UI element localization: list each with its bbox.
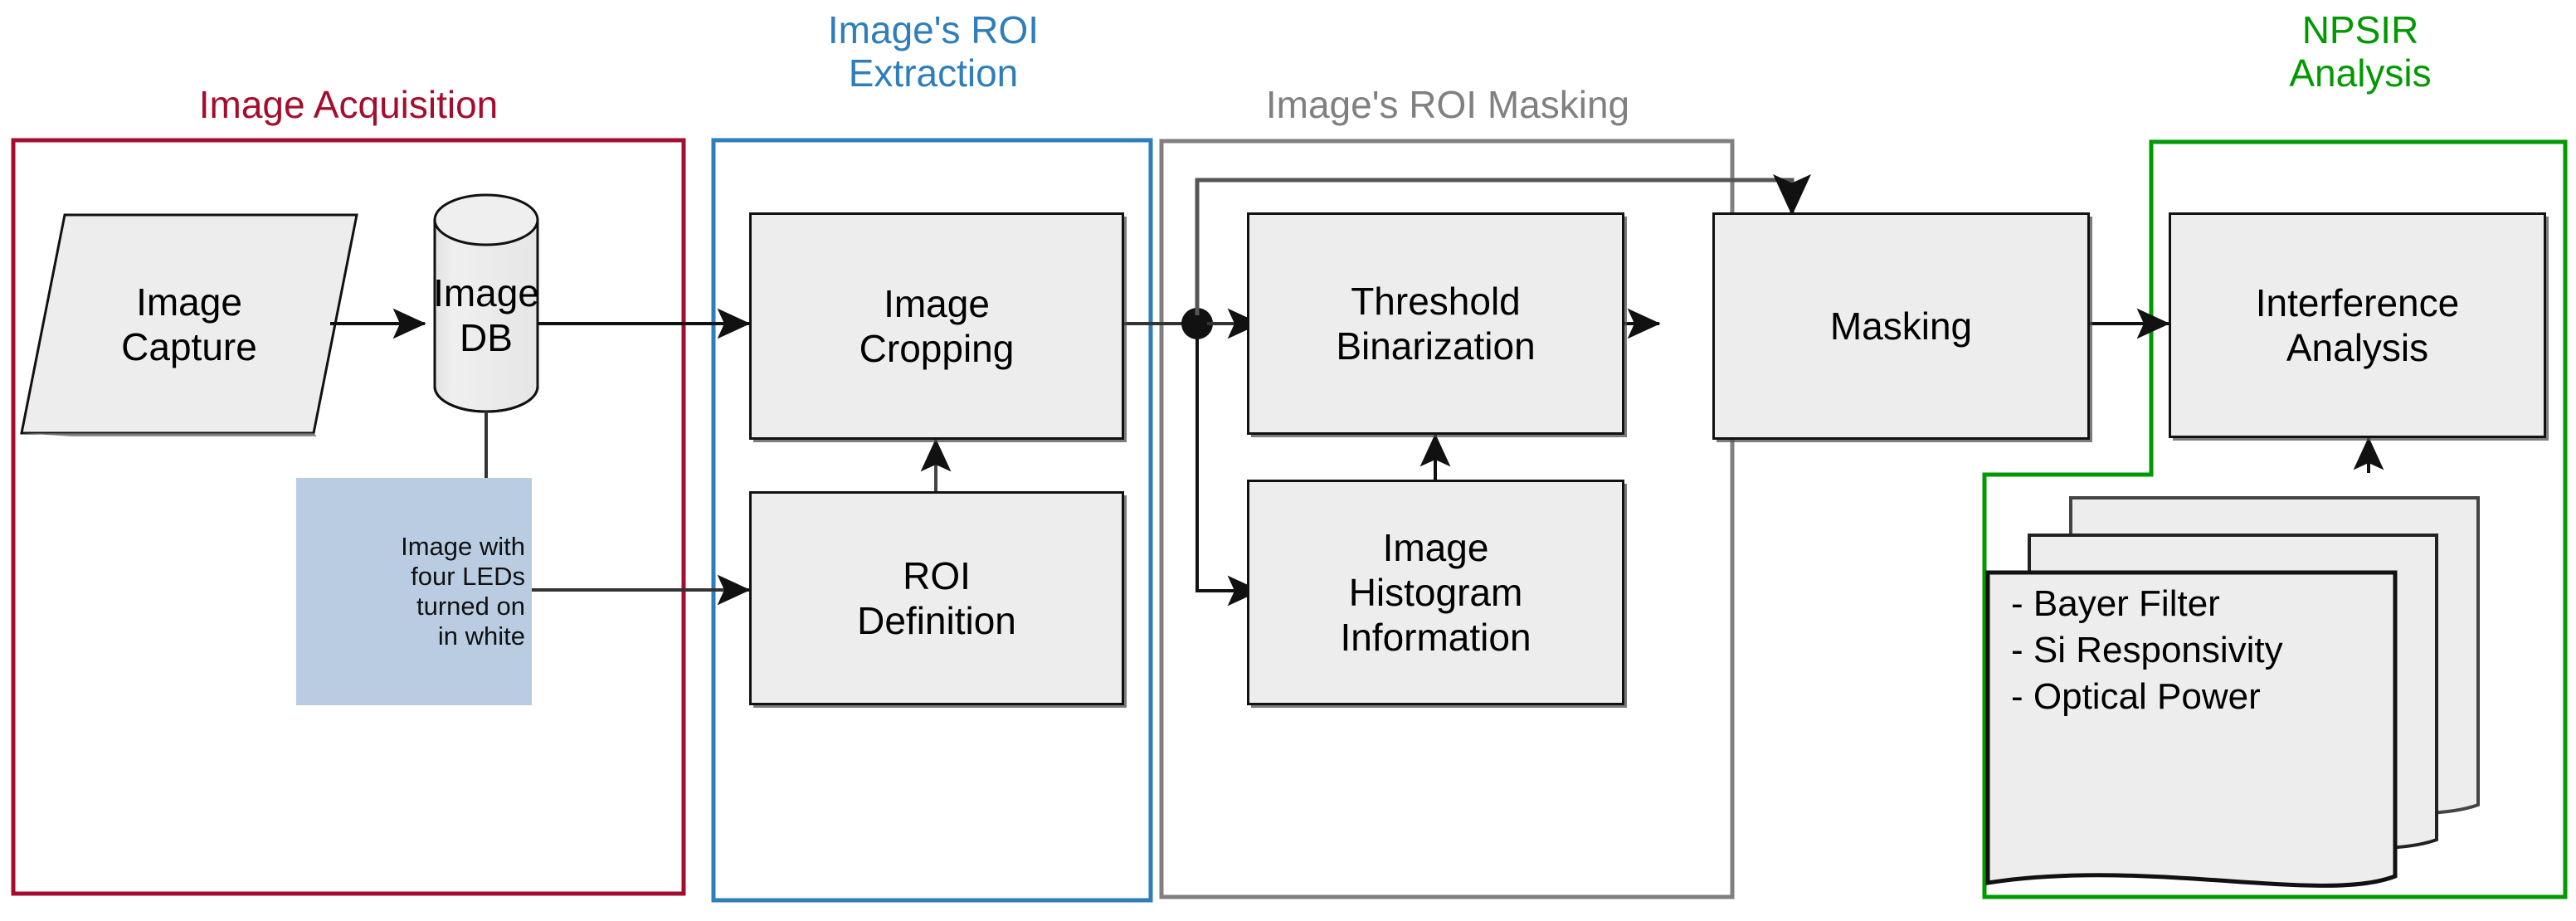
group-frame-masking <box>1159 139 1735 899</box>
group-frame-extraction <box>711 138 1153 903</box>
group-title-masking: Image's ROI Masking <box>1265 83 1630 126</box>
image-db-top <box>433 193 539 246</box>
connector-junction-to-histogram <box>1195 332 1261 607</box>
group-frame-npsir <box>1982 139 2568 899</box>
group-title-npsir: NPSIR Analysis <box>2289 8 2432 95</box>
image-capture-label: Image Capture <box>121 280 257 368</box>
node-masking[interactable]: Masking <box>1712 212 2090 440</box>
node-interference-analysis[interactable]: Interference Analysis <box>2169 212 2546 438</box>
note-image-with-leds: Image with four LEDs turned on in white <box>296 478 532 705</box>
group-title-acquisition: Image Acquisition <box>198 83 499 126</box>
node-image-cropping[interactable]: Image Cropping <box>749 212 1124 440</box>
image-db-label: Image DB <box>433 271 539 359</box>
connector-junction-bypass-to-masking <box>1195 173 1811 315</box>
node-roi-definition[interactable]: ROI Definition <box>749 491 1124 705</box>
node-image-histogram-information[interactable]: Image Histogram Information <box>1247 480 1624 705</box>
parameters-doc-sheet-front <box>1985 570 2398 888</box>
node-threshold-binarization[interactable]: Threshold Binarization <box>1247 212 1624 435</box>
group-frame-acquisition <box>11 138 686 896</box>
image-capture-shadow <box>22 433 317 436</box>
parameters-doc-label: - Bayer Filter - Si Responsivity - Optic… <box>2011 583 2283 717</box>
junction-dot <box>1181 308 1213 339</box>
group-title-extraction: Image's ROI Extraction <box>827 8 1040 95</box>
